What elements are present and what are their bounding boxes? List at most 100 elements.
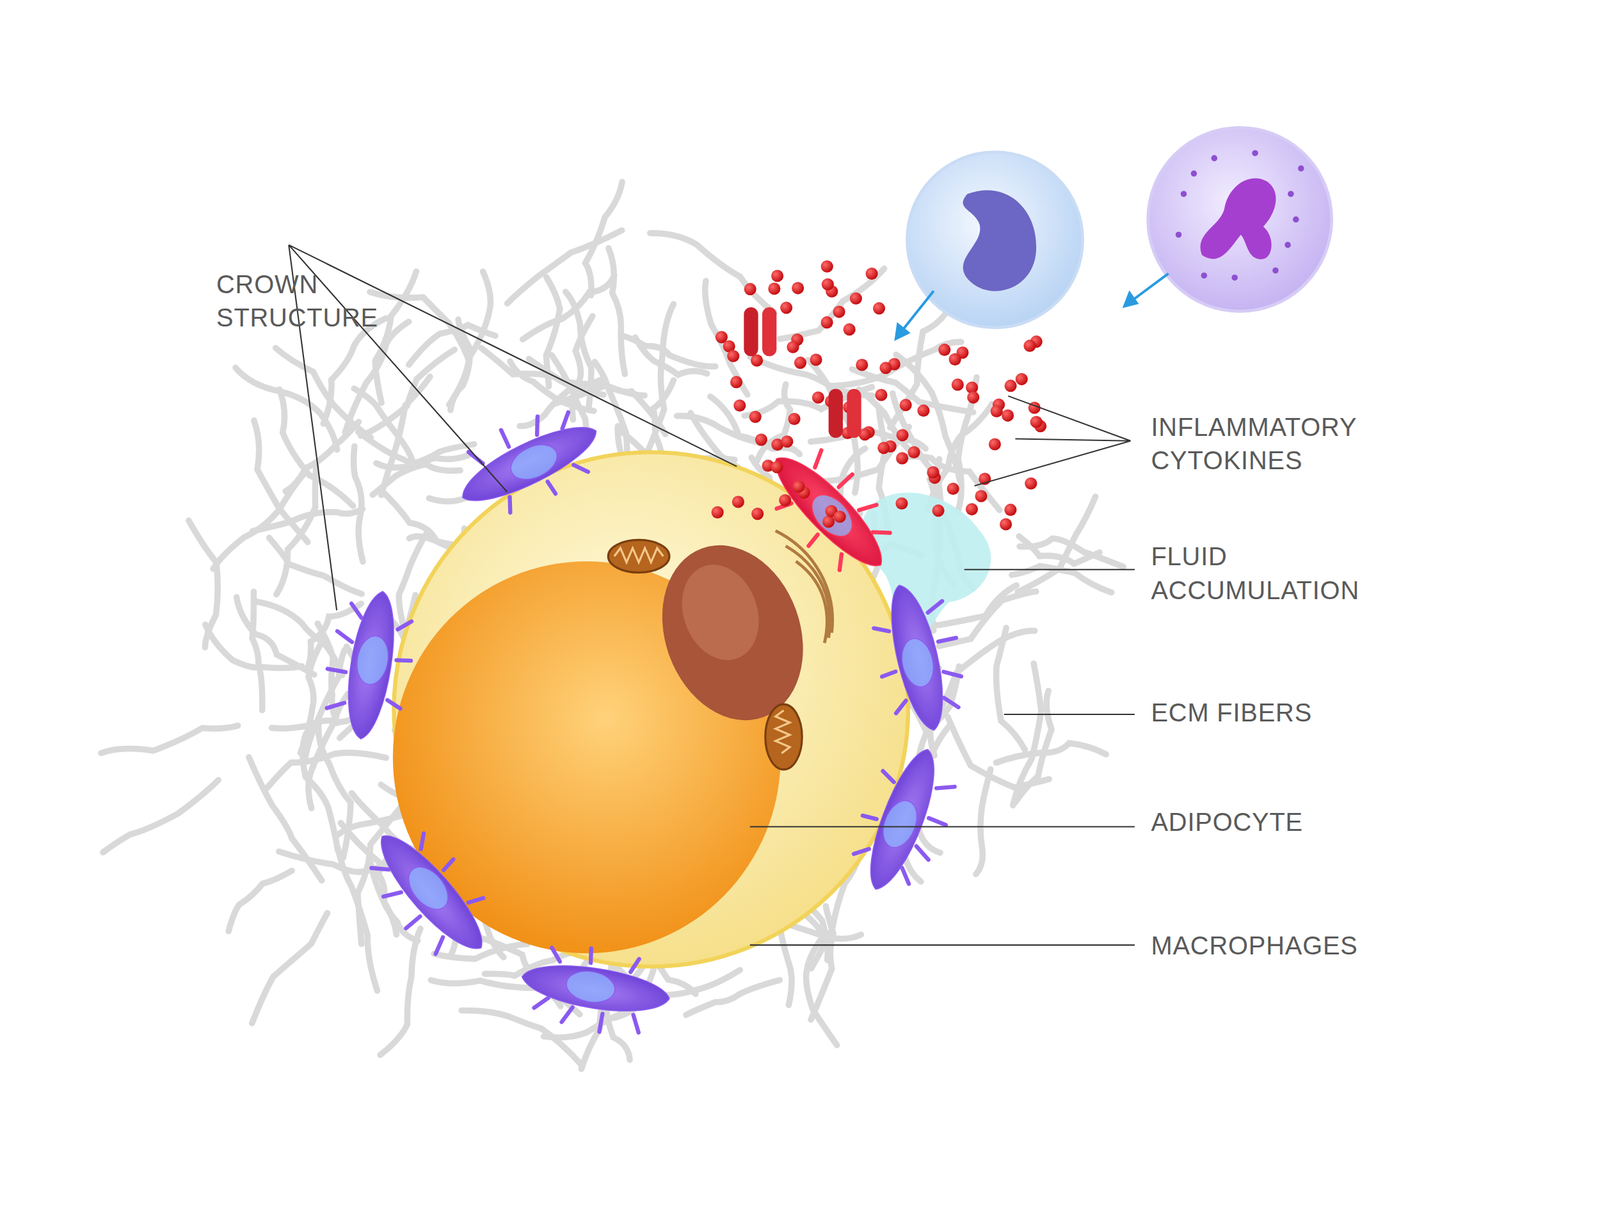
- cytokine-dot: [938, 343, 951, 356]
- migration-arrow: [896, 273, 1169, 339]
- cytokine-dot: [931, 504, 944, 517]
- fiber: [858, 389, 925, 459]
- cytokine-dot: [822, 515, 835, 528]
- fiber: [705, 280, 748, 395]
- cytokine-dot: [1001, 409, 1014, 422]
- cytokine-dot: [711, 506, 724, 519]
- fiber: [830, 341, 961, 386]
- fiber: [235, 367, 338, 450]
- cytokine-dot: [832, 305, 845, 319]
- cytokine-dot: [770, 460, 783, 473]
- fiber: [635, 337, 708, 376]
- cytokine-dot: [879, 361, 892, 374]
- cytokine-dot: [855, 358, 868, 371]
- cytokine-dot: [788, 412, 801, 425]
- cytokine-dot: [791, 282, 804, 295]
- part-label: MACROPHAGES: [1150, 928, 1358, 963]
- cytokine-dot: [727, 350, 740, 363]
- cytokine-dot: [821, 260, 834, 273]
- cytokine-dot: [895, 497, 908, 510]
- fiber: [254, 420, 308, 543]
- fiber: [228, 870, 292, 932]
- cytokine-dot: [865, 267, 879, 280]
- fiber: [996, 627, 1026, 750]
- fiber: [188, 520, 218, 648]
- mitochondrion: [765, 704, 802, 770]
- fiber: [252, 912, 328, 1023]
- cytokine-dot: [896, 451, 909, 464]
- fiber: [896, 354, 960, 480]
- cytokine-dot: [967, 391, 980, 404]
- cytokine-dot: [988, 437, 1001, 450]
- fiber: [686, 979, 780, 1016]
- fiber: [522, 275, 615, 340]
- cytokine-dot: [750, 354, 763, 367]
- fiber: [101, 725, 239, 754]
- neutrophil-nucleus: [1200, 178, 1277, 260]
- fiber: [650, 232, 775, 313]
- cytokine-dot: [1030, 416, 1043, 429]
- cytokine-dot: [833, 510, 847, 523]
- leader-line: [288, 245, 1135, 946]
- nucleus-highlight: [669, 553, 772, 671]
- monocyte: [906, 152, 1083, 328]
- cytokine-dot: [768, 282, 781, 295]
- monocyte-nucleus: [963, 190, 1037, 291]
- cytokine-dot: [821, 278, 834, 291]
- part-label: FLUID ACCUMULATION: [1150, 539, 1391, 607]
- cytokine-dot: [1004, 379, 1017, 392]
- fiber: [103, 780, 219, 853]
- cytokine-dot: [751, 507, 764, 520]
- cytokine-dot: [926, 465, 939, 479]
- cytokine-dot: [974, 489, 987, 502]
- cytokine-dot: [730, 375, 743, 388]
- fiber: [252, 591, 263, 710]
- cytokine-dot: [849, 292, 863, 305]
- cytokine-dot: [732, 495, 745, 508]
- fiber: [1018, 536, 1100, 564]
- cytokine-dot: [809, 353, 822, 366]
- granules: [1175, 149, 1305, 281]
- part-label: ECM FIBERS: [1150, 695, 1312, 730]
- cytokine-dot: [744, 282, 757, 296]
- fiber: [995, 743, 1106, 763]
- cytokine-dot: [821, 316, 834, 329]
- fiber: [780, 268, 885, 340]
- cytokine-dot: [899, 398, 912, 411]
- cytokine-dot: [896, 428, 909, 441]
- cytokine-dot: [755, 433, 768, 446]
- cytokine-dot: [990, 405, 1003, 418]
- cytokine-dot: [1015, 373, 1028, 386]
- golgi: [775, 530, 833, 643]
- cytokine-dot: [812, 391, 825, 404]
- cytokine-dot: [872, 302, 886, 315]
- cytokine-dot: [780, 301, 793, 314]
- fiber: [380, 928, 421, 1055]
- cytokine-dot: [771, 269, 784, 282]
- neutrophil: [1148, 127, 1332, 312]
- cytokine-dot: [778, 494, 792, 507]
- fiber: [710, 396, 800, 454]
- part-label: CROWN STRUCTURE: [216, 267, 400, 335]
- cytokine-dot: [949, 353, 962, 366]
- cytokine-dot: [874, 388, 888, 401]
- cytokine-dot: [947, 482, 960, 495]
- cytokine-dot: [843, 323, 856, 336]
- fiber: [381, 376, 431, 495]
- mitochondrion: [608, 539, 670, 573]
- cytokine-dot: [749, 410, 762, 424]
- cytokine-dot: [780, 435, 793, 448]
- cytokine-dot: [786, 341, 799, 354]
- part-label: ADIPOCYTE: [1150, 805, 1304, 840]
- cytokine-dot: [1024, 477, 1037, 490]
- cytokine-dot: [1004, 503, 1017, 516]
- part-label: INFLAMMATORY CYTOKINES: [1150, 410, 1391, 478]
- cytokine-dot: [733, 399, 746, 412]
- channel: [743, 307, 777, 357]
- fiber: [344, 321, 409, 433]
- cytokine-dot: [908, 446, 921, 459]
- cytokine-dot: [794, 356, 807, 369]
- channel: [828, 388, 862, 438]
- fiber: [976, 769, 991, 875]
